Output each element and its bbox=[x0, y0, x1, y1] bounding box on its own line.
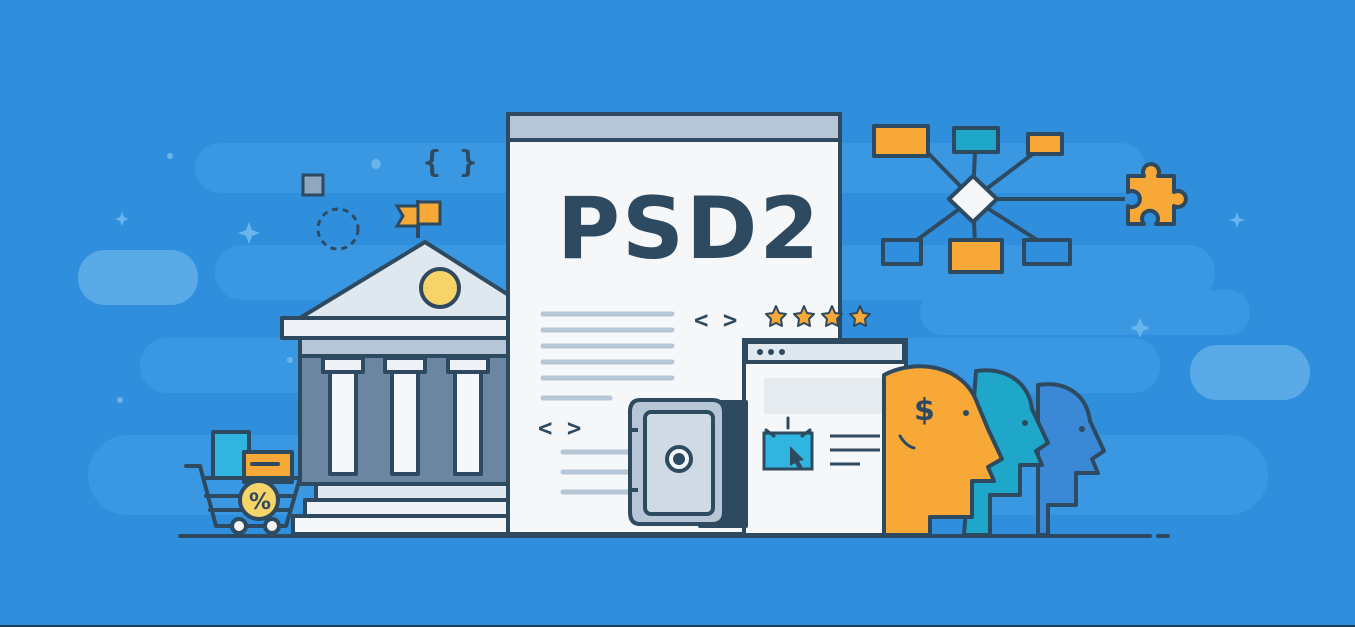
shopping-cart-icon bbox=[184, 430, 302, 535]
sparkle-icon bbox=[115, 153, 1245, 403]
code-tag-icon: < > bbox=[538, 414, 581, 442]
safe-icon bbox=[628, 398, 748, 528]
star-icon bbox=[821, 305, 843, 327]
code-tag-icon: < > bbox=[694, 306, 737, 334]
flag-icon bbox=[394, 200, 442, 238]
puzzle-piece-icon bbox=[1126, 162, 1188, 226]
star-icon bbox=[849, 305, 871, 327]
bottom-border bbox=[0, 625, 1355, 627]
user-head-eyes bbox=[963, 410, 1085, 432]
dollar-icon: $ bbox=[914, 393, 935, 428]
small-square-icon bbox=[301, 173, 325, 197]
star-icon bbox=[793, 305, 815, 327]
cursor-click-icon bbox=[762, 416, 814, 471]
star-icon bbox=[765, 305, 787, 327]
dotted-circle-icon bbox=[316, 207, 360, 251]
background-pills bbox=[78, 250, 1310, 400]
browser-dots bbox=[757, 349, 785, 355]
network-diagram-icon bbox=[872, 124, 1125, 274]
discount-percent-icon: % bbox=[249, 490, 271, 515]
smile-icon bbox=[898, 434, 916, 450]
user-head-icon bbox=[882, 364, 1106, 537]
page-title: PSD2 bbox=[557, 179, 821, 279]
rating-stars bbox=[765, 305, 871, 327]
braces-icon: { } bbox=[423, 145, 477, 180]
